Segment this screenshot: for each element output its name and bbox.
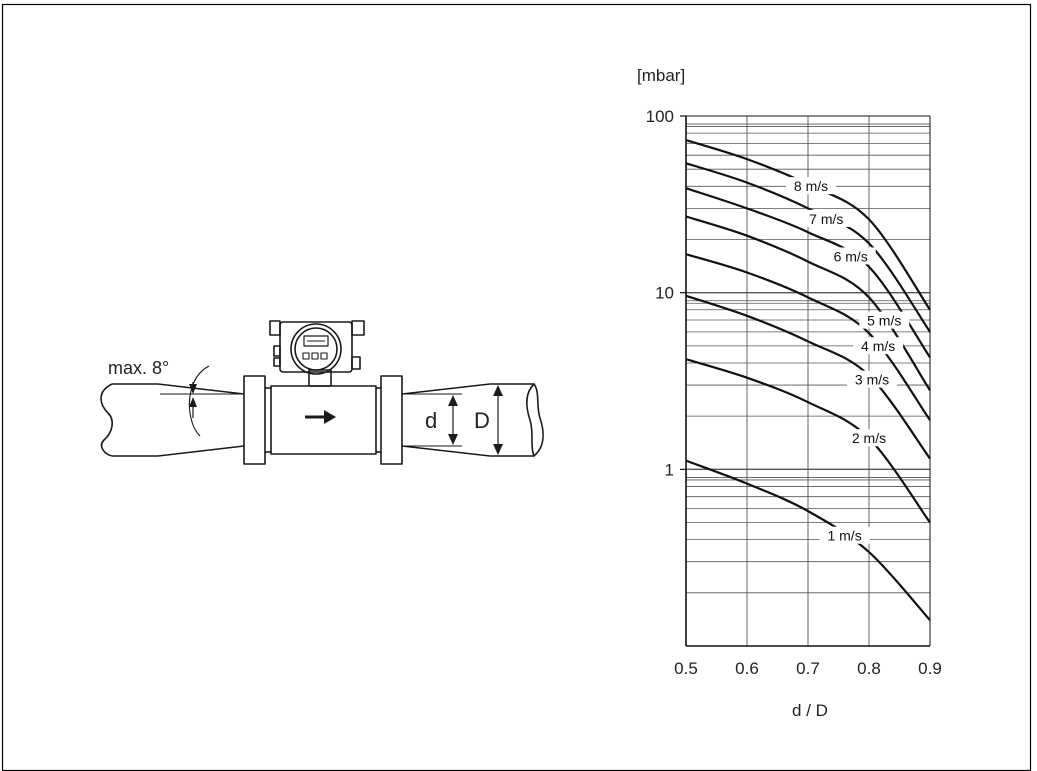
d-arrowhead-top	[448, 395, 458, 406]
x-tick-label: 0.9	[918, 659, 942, 678]
chart-grid	[685, 116, 931, 646]
right-pipe-break	[525, 383, 544, 457]
small-diameter-label: d	[425, 408, 437, 433]
series-label-bg	[801, 209, 852, 227]
series-line-4-m-s	[685, 253, 931, 421]
y-tick-label: 10	[655, 284, 674, 303]
left-pipe-bottom-edge	[112, 445, 245, 457]
series-label-bg	[859, 311, 910, 329]
key-2	[311, 352, 319, 360]
series-line-5-m-s	[685, 215, 931, 391]
display-ring	[294, 327, 338, 371]
right-pipe-bottom-edge	[401, 445, 534, 457]
series-line-6-m-s	[685, 187, 931, 359]
y-tick-label: 100	[646, 107, 674, 126]
lcd-window	[303, 335, 329, 347]
series-line-1-m-s	[685, 459, 931, 621]
pressure-loss-chart: 0.5 0.6 0.7 0.8 0.9 1 10 100 1 m/s 2 m/s 3 m/s 4 m…	[637, 66, 942, 720]
housing-right-clip	[351, 356, 361, 370]
x-tick-label: 0.8	[857, 659, 881, 678]
left-pipe-break	[100, 383, 113, 457]
series-label: 8 m/s	[794, 178, 828, 194]
series-label-bg	[825, 247, 876, 265]
D-arrowhead-bottom	[493, 444, 503, 455]
series-label: 4 m/s	[861, 338, 895, 354]
series-line-3-m-s	[685, 294, 931, 460]
series-label: 5 m/s	[867, 313, 901, 329]
chart-tick-labels: 0.5 0.6 0.7 0.8 0.9 1 10 100	[646, 107, 942, 678]
series-label-bg	[847, 370, 898, 388]
series-label-bg	[844, 429, 894, 447]
x-tick-label: 0.6	[735, 659, 759, 678]
d-arrowhead-bottom	[448, 434, 458, 445]
chart-axes	[680, 115, 931, 647]
series-label: 1 m/s	[827, 528, 861, 544]
series-label: 7 m/s	[809, 211, 843, 227]
y-axis-unit-label: [mbar]	[637, 66, 685, 85]
series-label: 3 m/s	[855, 372, 889, 388]
housing-right-lug	[351, 320, 365, 336]
angle-arrowhead-top	[189, 384, 197, 394]
series-line-7-m-s	[685, 162, 931, 333]
x-axis-label: d / D	[792, 701, 828, 720]
right-flange	[380, 375, 403, 465]
angle-label: max. 8°	[108, 358, 169, 378]
series-label-bg	[853, 337, 904, 355]
y-tick-label: 1	[665, 460, 674, 479]
D-arrowhead-top	[493, 385, 503, 396]
left-pipe-top-edge	[112, 383, 245, 395]
housing-left-gland	[273, 345, 281, 357]
series-line-2-m-s	[685, 358, 931, 524]
housing-left-lug	[269, 320, 281, 336]
display-bezel	[290, 323, 342, 375]
series-label: 2 m/s	[852, 430, 886, 446]
left-flange	[243, 375, 266, 465]
key-1	[302, 352, 310, 360]
x-tick-label: 0.5	[674, 659, 698, 678]
chart-curves	[685, 139, 931, 621]
series-label-bg	[786, 177, 837, 195]
right-pipe-top-edge	[401, 383, 534, 395]
large-diameter-label: D	[474, 408, 490, 433]
housing-left-gland-2	[273, 357, 281, 367]
x-tick-label: 0.7	[796, 659, 820, 678]
angle-arrowhead-bottom	[189, 397, 197, 407]
meter-body	[270, 385, 377, 455]
chart-series-labels: 1 m/s 2 m/s 3 m/s 4 m/s 5 m/s 6 m/s 7 m/s 8 m/s	[786, 177, 910, 544]
key-3	[320, 352, 328, 360]
series-label: 6 m/s	[834, 248, 868, 264]
flowmeter-installation-diagram	[100, 320, 544, 465]
angle-arc	[188, 365, 210, 437]
flow-arrow-icon	[324, 410, 336, 424]
series-label-bg	[819, 526, 870, 544]
